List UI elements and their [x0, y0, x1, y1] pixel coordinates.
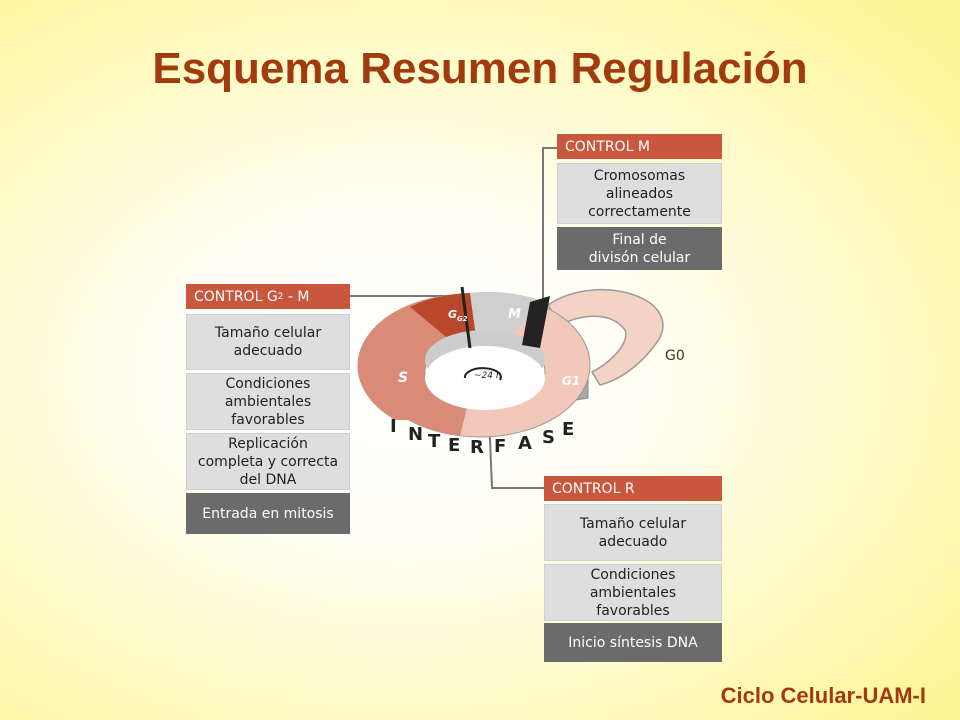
duration-label: ~24 h	[474, 371, 502, 381]
g0-label: G0	[665, 348, 685, 364]
phase-label-s: S	[398, 370, 408, 386]
control-g2m-outcome: Entrada en mitosis	[186, 493, 350, 534]
control-r-item: Tamaño celular adecuado	[544, 504, 722, 561]
control-r-item: Condiciones ambientales favorables	[544, 564, 722, 621]
connector-control-m	[542, 147, 557, 300]
interfase-letters: I N T E R F A S E	[390, 416, 574, 458]
interfase-letter: I	[390, 416, 397, 437]
control-g2m-item: Tamaño celular adecuado	[186, 314, 350, 370]
control-g2m-header-tail: - M	[283, 288, 310, 305]
interfase-letter: A	[518, 433, 532, 454]
control-m-panel: CONTROL M Cromosomas alineados correctam…	[557, 134, 722, 270]
interfase-letter: R	[470, 437, 484, 458]
control-m-outcome: Final de divisón celular	[557, 227, 722, 270]
control-r-outcome: Inicio síntesis DNA	[544, 623, 722, 662]
interfase-letter: E	[448, 435, 460, 456]
g0-loop-arrow	[546, 289, 664, 386]
interfase-letter: N	[408, 424, 423, 445]
checkpoint-gate-m	[522, 296, 550, 348]
control-g2m-item: Condiciones ambientales favorables	[186, 373, 350, 430]
interfase-letter: T	[428, 431, 441, 452]
control-g2m-item: Replicación completa y correcta del DNA	[186, 433, 350, 490]
interfase-letter: S	[542, 427, 555, 448]
control-g2m-header-sub: 2	[277, 291, 284, 302]
slide-title: Esquema Resumen Regulación	[152, 44, 808, 93]
interfase-letter: F	[494, 436, 506, 457]
phase-s-lower	[371, 365, 470, 436]
checkpoint-gate-g2m	[460, 286, 472, 349]
control-r-panel: CONTROL R Tamaño celular adecuado Condic…	[544, 476, 722, 662]
control-g2m-header-main: CONTROL G	[194, 288, 278, 305]
control-m-header: CONTROL M	[557, 134, 722, 159]
phase-label-g1: G1	[562, 374, 580, 388]
duration-arrow	[463, 367, 502, 381]
slide-footer: Ciclo Celular-UAM-I	[720, 683, 926, 708]
phase-label-m: M	[508, 307, 521, 322]
control-m-item: Cromosomas alineados correctamente	[557, 163, 722, 224]
ring-hole-floor	[425, 346, 545, 410]
control-r-header: CONTROL R	[544, 476, 722, 501]
interfase-letter: E	[562, 419, 574, 440]
